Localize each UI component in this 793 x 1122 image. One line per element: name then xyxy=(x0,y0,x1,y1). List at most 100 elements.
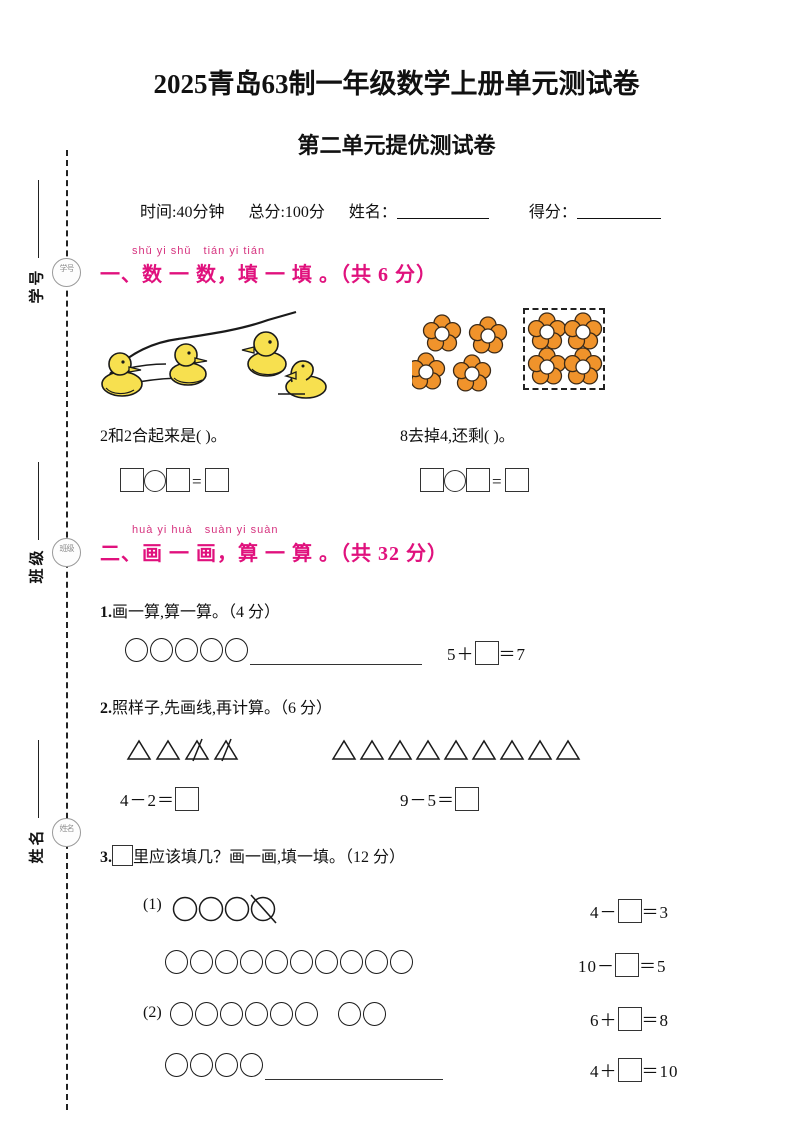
circle-shape xyxy=(150,638,173,662)
eq-operator: ＋ xyxy=(456,645,475,664)
eq-operand-a: 10 xyxy=(578,957,597,976)
inline-answer-box[interactable] xyxy=(112,845,133,866)
circle-shape xyxy=(220,1002,243,1026)
time-label: 时间:40分钟 xyxy=(140,204,225,221)
eq-operator: － xyxy=(129,791,148,810)
circle-shape xyxy=(215,1053,238,1077)
seal-stamp-3: 姓名 xyxy=(52,818,81,847)
section2-q1-equation: 5＋ ＝7 xyxy=(447,640,526,665)
eq-result: ＝5 xyxy=(639,957,667,976)
q2-left-equation: 4－2＝ xyxy=(120,786,199,811)
pinyin-right-1: tián yi tián xyxy=(203,245,266,257)
answer-box[interactable] xyxy=(466,468,490,492)
q1-text: 画一算,算一算。（4 分） xyxy=(112,604,281,621)
circle-shape xyxy=(200,638,223,662)
circle-shape xyxy=(165,1053,188,1077)
section2-q2-heading: 2.照样子,先画线,再计算。（6 分） xyxy=(100,694,332,718)
draw-blank-line[interactable] xyxy=(265,1064,443,1080)
score-label: 得分： xyxy=(528,204,577,221)
q1-left-answer-row: = xyxy=(120,468,229,492)
q3-sub2-label: (2) xyxy=(143,1004,162,1021)
ducks-illustration xyxy=(101,310,327,399)
name-blank[interactable] xyxy=(396,204,489,219)
q1-right-question: 8去掉4,还剩( )。 xyxy=(400,428,515,445)
circle-shape xyxy=(338,1002,361,1026)
answer-box[interactable] xyxy=(204,468,229,492)
eq-operator: ＋ xyxy=(599,1062,618,1081)
answer-box[interactable] xyxy=(175,787,199,811)
circle-shape xyxy=(125,638,148,662)
answer-box[interactable] xyxy=(617,899,642,923)
section2-q1-circles xyxy=(125,638,422,667)
q2-left-triangles xyxy=(126,738,239,762)
q3-sub1-label: (1) xyxy=(143,896,162,913)
q3-row2-circles xyxy=(165,950,415,979)
q3-equation-1: 4－＝3 xyxy=(590,898,669,923)
score-blank[interactable] xyxy=(576,204,661,219)
total-score-label: 总分:100分 xyxy=(248,204,325,221)
q3-text: 里应该填几？画一画,填一填。（12 分） xyxy=(133,849,406,866)
q3-sub2-circles xyxy=(170,1002,388,1031)
eq-result: ＝8 xyxy=(641,1011,669,1030)
answer-box[interactable] xyxy=(504,468,529,492)
q2-text: 照样子,先画线,再计算。（6 分） xyxy=(112,700,333,717)
eq-operand-a: 6 xyxy=(590,1011,600,1030)
section-1-pinyin: shǔ yi shǔ tián yi tián xyxy=(132,245,437,257)
margin-label-student-id: 学号 xyxy=(28,267,46,304)
flower-dashed-box xyxy=(523,308,605,390)
eq-operand-a: 4 xyxy=(590,1062,600,1081)
answer-box[interactable] xyxy=(166,468,190,492)
eq-operator: ＋ xyxy=(599,1011,618,1030)
pinyin-left-1: shǔ yi shǔ xyxy=(132,245,192,257)
q3-row4-circles xyxy=(165,1053,443,1082)
circle-shape xyxy=(365,950,388,974)
circle-shape xyxy=(175,638,198,662)
eq-result: ＝10 xyxy=(641,1062,679,1081)
answer-box[interactable] xyxy=(120,468,144,492)
eq-operand-a: 4 xyxy=(590,903,600,922)
draw-blank-line[interactable] xyxy=(250,649,422,665)
margin-label-name: 姓名 xyxy=(28,827,46,864)
circle-shape xyxy=(190,950,213,974)
eq-operand-a: 9 xyxy=(400,791,410,810)
circle-shape xyxy=(295,1002,318,1026)
margin-label-class: 班级 xyxy=(28,547,46,584)
eq-result: ＝7 xyxy=(498,645,526,664)
circle-shape xyxy=(225,638,248,662)
pinyin-left-2: huà yi huà xyxy=(132,524,193,536)
q3-sub1-circles xyxy=(172,894,277,924)
eq-operand-a: 5 xyxy=(447,645,457,664)
q1-number: 1. xyxy=(100,604,112,621)
answer-box[interactable] xyxy=(615,953,639,977)
circle-shape xyxy=(270,1002,293,1026)
eq-result: ＝3 xyxy=(641,903,669,922)
q3-equation-3: 6＋ ＝8 xyxy=(590,1006,669,1031)
answer-box[interactable] xyxy=(617,1058,642,1082)
answer-box[interactable] xyxy=(617,1007,642,1031)
circle-shape xyxy=(315,950,338,974)
operator-circle[interactable] xyxy=(144,470,166,492)
flower-group-boxed xyxy=(527,312,603,385)
answer-box[interactable] xyxy=(420,468,444,492)
name-label: 姓名： xyxy=(348,204,397,221)
page-subtitle: 第二单元提优测试卷 xyxy=(297,133,496,158)
seal-stamp-2: 班级 xyxy=(52,538,81,567)
exam-info-line: 时间:40分钟 总分:100分 姓名： 得分： xyxy=(140,198,661,222)
operator-circle[interactable] xyxy=(444,470,466,492)
q3-number: 3. xyxy=(100,849,112,866)
circle-shape xyxy=(363,1002,386,1026)
section2-q1-heading: 1.画一算,算一算。（4 分） xyxy=(100,598,280,622)
answer-box[interactable] xyxy=(474,641,499,665)
circle-shape xyxy=(190,1053,213,1077)
eq-operand-a: 4 xyxy=(120,791,130,810)
margin-tick-1 xyxy=(38,180,39,258)
answer-box[interactable] xyxy=(455,787,479,811)
eq-operator: － xyxy=(597,957,615,976)
q3-equation-2: 10－ ＝5 xyxy=(578,952,667,977)
flower-group-loose xyxy=(412,314,508,392)
left-margin-strip: 学号 学号 班级 班级 姓名 姓名 xyxy=(0,0,96,1122)
circle-shape xyxy=(165,950,188,974)
